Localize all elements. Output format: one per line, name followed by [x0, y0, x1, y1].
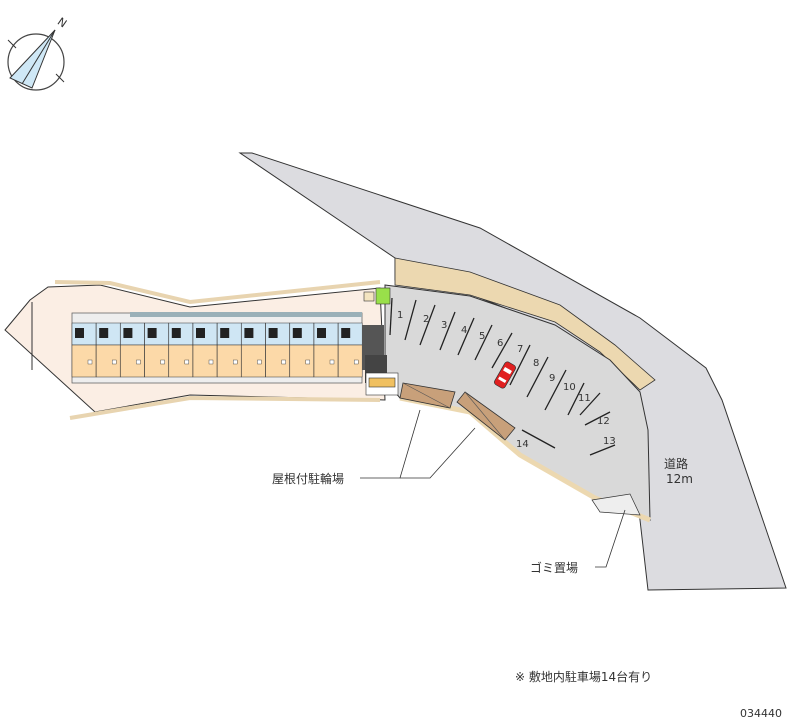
parking-space-number: 14: [516, 439, 529, 450]
property-code: 034440: [740, 707, 782, 720]
parking-space-line: [544, 369, 567, 411]
apartment-unit: [168, 322, 194, 378]
apartment-unit: [120, 322, 145, 378]
parking-space-line: [457, 317, 475, 356]
mailbox: [363, 291, 375, 302]
parking-space-line: [491, 332, 513, 369]
apartment-unit: [289, 322, 315, 378]
parking-space-number: 2: [423, 314, 429, 325]
parking-space-line: [579, 392, 601, 416]
parking-space-number: 13: [603, 436, 616, 447]
bicycle-parking-label: 屋根付駐輪場: [272, 472, 345, 486]
parking-space-line: [584, 411, 611, 426]
car-icon: [494, 361, 516, 389]
parking-space-number: 11: [578, 393, 591, 404]
parking-space-number: 1: [397, 310, 403, 321]
apartment-unit: [144, 322, 169, 378]
parking-space-line: [389, 297, 393, 336]
parking-space-line: [589, 444, 616, 456]
green-area: [375, 287, 391, 305]
apartment-unit: [313, 322, 339, 378]
parking-space-number: 3: [441, 320, 447, 331]
parking-note: ※ 敷地内駐車場14台有り: [515, 670, 653, 684]
parking-space-number: 5: [479, 331, 485, 342]
north-label: N: [55, 15, 69, 30]
parking-space-number: 12: [597, 416, 610, 427]
garbage-area: [591, 493, 641, 516]
parking-space-line: [439, 311, 456, 351]
parking-space-number: 10: [563, 382, 576, 393]
apartment-unit: [95, 322, 121, 378]
apartment-unit: [192, 322, 218, 378]
parking-space-number: 9: [549, 373, 555, 384]
apartment-unit: [241, 322, 266, 378]
compass-icon: N: [7, 15, 69, 91]
parking-space-line: [567, 382, 585, 416]
parking-space-number: 4: [461, 325, 467, 336]
parking-space-line: [474, 324, 493, 361]
garbage-area-label: ゴミ置場: [530, 561, 579, 575]
road-width-label: 12m: [666, 472, 693, 486]
parking-space-line: [419, 304, 436, 346]
apartment-unit: [265, 322, 290, 378]
apartment-unit: [216, 322, 242, 378]
parking-space-line: [521, 429, 556, 449]
apartment-unit: [71, 322, 97, 378]
parking-space-line: [526, 356, 549, 398]
apartment-unit: [337, 322, 363, 378]
meter-box: [368, 377, 396, 388]
parking-space-line: [404, 299, 417, 341]
parking-space-line: [509, 344, 531, 386]
parking-space-number: 6: [497, 338, 503, 349]
road-name-label: 道路: [664, 457, 689, 471]
parking-space-number: 7: [517, 344, 523, 355]
parking-space-number: 8: [533, 358, 539, 369]
planting-strip: [394, 257, 656, 391]
